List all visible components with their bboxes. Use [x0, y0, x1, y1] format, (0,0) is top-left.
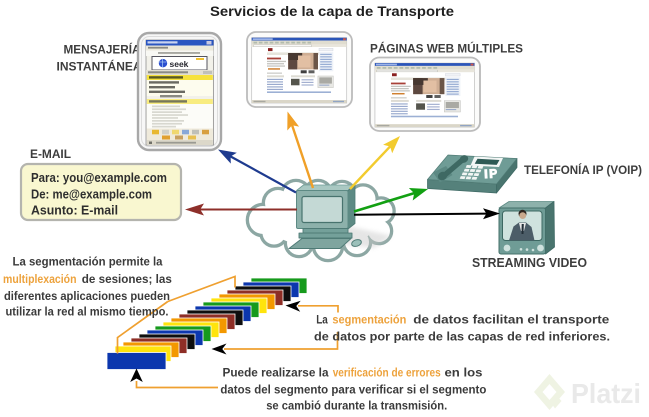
- svg-text:La segmentación permite la: La segmentación permite la: [13, 255, 163, 269]
- svg-text:Para: you@example.com: Para: you@example.com: [31, 171, 167, 185]
- svg-text:INSTANTÁNEA: INSTANTÁNEA: [57, 59, 142, 74]
- svg-text:Platzi: Platzi: [571, 378, 641, 409]
- svg-text:diferentes aplicaciones pueden: diferentes aplicaciones pueden: [4, 289, 170, 303]
- svg-text:Asunto: E-mail: Asunto: E-mail: [31, 204, 118, 218]
- svg-text:se cambió durante la transmisi: se cambió durante la transmisión.: [266, 399, 447, 413]
- svg-text:STREAMING VIDEO: STREAMING VIDEO: [472, 256, 587, 270]
- svg-text:PÁGINAS WEB MÚLTIPLES: PÁGINAS WEB MÚLTIPLES: [370, 41, 523, 56]
- svg-text:de datos por parte de las capa: de datos por parte de las capas de red i…: [314, 330, 610, 344]
- svg-text:Servicios de la capa de Transp: Servicios de la capa de Transporte: [210, 3, 454, 19]
- svg-text:datos del segmento para verifi: datos del segmento para verificar si el …: [220, 383, 486, 397]
- svg-text:seek: seek: [170, 59, 189, 69]
- svg-text:TELEFONÍA IP (VOIP): TELEFONÍA IP (VOIP): [524, 162, 642, 177]
- svg-text:MENSAJERÍA: MENSAJERÍA: [64, 42, 141, 57]
- svg-text:E-MAIL: E-MAIL: [30, 147, 71, 161]
- svg-text:De: me@example.com: De: me@example.com: [31, 188, 152, 202]
- svg-text:utilizar la red al mismo tiemp: utilizar la red al mismo tiempo.: [6, 305, 169, 319]
